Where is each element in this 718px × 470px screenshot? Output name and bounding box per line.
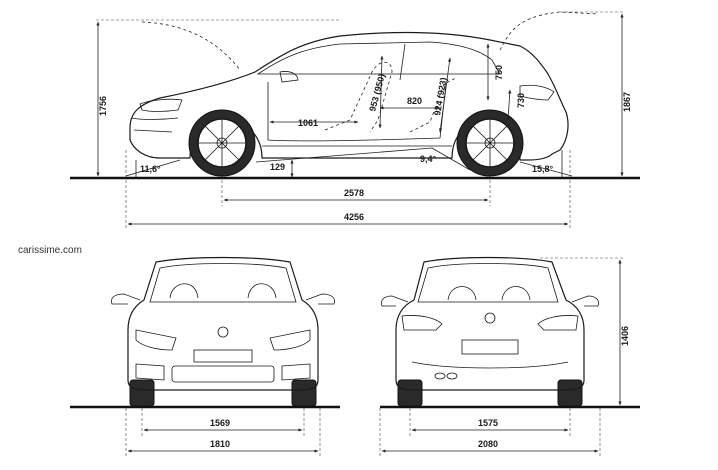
rear-track-label: 1575 xyxy=(478,418,498,428)
front-seat-outline xyxy=(324,61,393,133)
front-view-badge xyxy=(217,326,229,338)
overall-height-label: 1756 xyxy=(98,96,108,116)
front-legroom-label: 1061 xyxy=(298,118,318,128)
front-view: 1569 1810 xyxy=(70,256,340,458)
front-view-foglight-left xyxy=(135,363,165,381)
ramp-angle-line-right xyxy=(431,147,471,171)
front-view-mirror-right xyxy=(305,293,335,305)
hatch-open-arc xyxy=(499,11,599,51)
front-view-lower-grille xyxy=(171,365,275,383)
rear-view-taillight-right xyxy=(537,315,579,331)
approach-angle-line xyxy=(125,159,181,177)
ramp-angle-label: 9,4° xyxy=(420,154,437,164)
side-b-pillar xyxy=(399,43,406,81)
side-window-outline xyxy=(256,41,501,75)
rear-headroom-line xyxy=(438,57,452,133)
front-view-seat-right xyxy=(247,283,277,299)
rear-view-body xyxy=(395,256,585,391)
side-headlight xyxy=(139,98,183,112)
rear-view-exhaust-right xyxy=(446,372,458,380)
rear-view-left-tire xyxy=(397,379,423,407)
open-hatch-height-label: 1867 xyxy=(622,92,632,112)
front-view-headlight-right xyxy=(269,329,311,351)
rear-view-exhaust-left xyxy=(434,372,446,380)
front-view-headlight-left xyxy=(135,329,177,351)
bonnet-open-arc xyxy=(141,21,241,71)
rear-view-diffuser xyxy=(411,361,569,369)
front-view-body xyxy=(127,256,319,391)
rear-view-number-plate xyxy=(461,339,519,355)
rear-height-label: 1406 xyxy=(620,326,630,346)
rear-view-window xyxy=(417,263,559,303)
rear-view-mirror-left xyxy=(381,295,409,307)
rear-view: 1406 1575 2080 xyxy=(379,256,640,458)
rear-view-taillight-left xyxy=(401,315,443,331)
rear-view-headrest-left xyxy=(447,286,477,301)
side-view: 1061 953 (950) 820 924 (923) 750 730 175… xyxy=(70,11,640,230)
side-rear-spokes xyxy=(466,119,514,167)
departure-angle-line xyxy=(519,161,573,177)
side-front-spokes xyxy=(198,119,246,167)
overall-length-label: 4256 xyxy=(344,212,364,222)
side-taillight xyxy=(519,84,555,101)
wheelbase-label: 2578 xyxy=(344,188,364,198)
front-view-windscreen xyxy=(149,263,297,303)
approach-angle-label: 11,6° xyxy=(140,164,161,174)
rear-view-right-tire xyxy=(557,379,583,407)
front-headroom-line xyxy=(378,55,384,129)
front-view-seat-left xyxy=(169,283,199,299)
boot-depth-line xyxy=(506,89,512,121)
departure-angle-label: 15,8° xyxy=(532,164,554,174)
rear-headroom-label: 924 (923) xyxy=(432,77,449,117)
rear-view-badge xyxy=(484,312,496,324)
boot-height-label: 750 xyxy=(494,65,504,80)
ground-clearance-label: 129 xyxy=(270,162,285,172)
rear-seat-outline xyxy=(409,77,457,133)
front-view-left-tire xyxy=(129,379,155,407)
boot-depth-label: 730 xyxy=(516,93,526,108)
rear-legroom-label: 820 xyxy=(407,96,422,106)
side-mirror xyxy=(279,71,299,83)
rear-view-mirror-right xyxy=(571,295,599,307)
side-door-line xyxy=(267,82,447,142)
front-view-right-tire xyxy=(291,379,317,407)
front-width-label: 1810 xyxy=(210,439,230,449)
side-front-bumper xyxy=(131,117,179,133)
front-headroom-label: 953 (950) xyxy=(367,73,387,113)
front-view-number-plate xyxy=(193,349,253,363)
front-view-foglight-right xyxy=(281,363,311,381)
watermark-text: carissime.com xyxy=(18,245,82,256)
front-track-label: 1569 xyxy=(210,418,230,428)
ramp-angle-line-left xyxy=(255,147,433,163)
front-view-mirror-left xyxy=(111,293,141,305)
rear-view-headrest-right xyxy=(501,286,531,301)
rear-width-label: 2080 xyxy=(478,439,498,449)
